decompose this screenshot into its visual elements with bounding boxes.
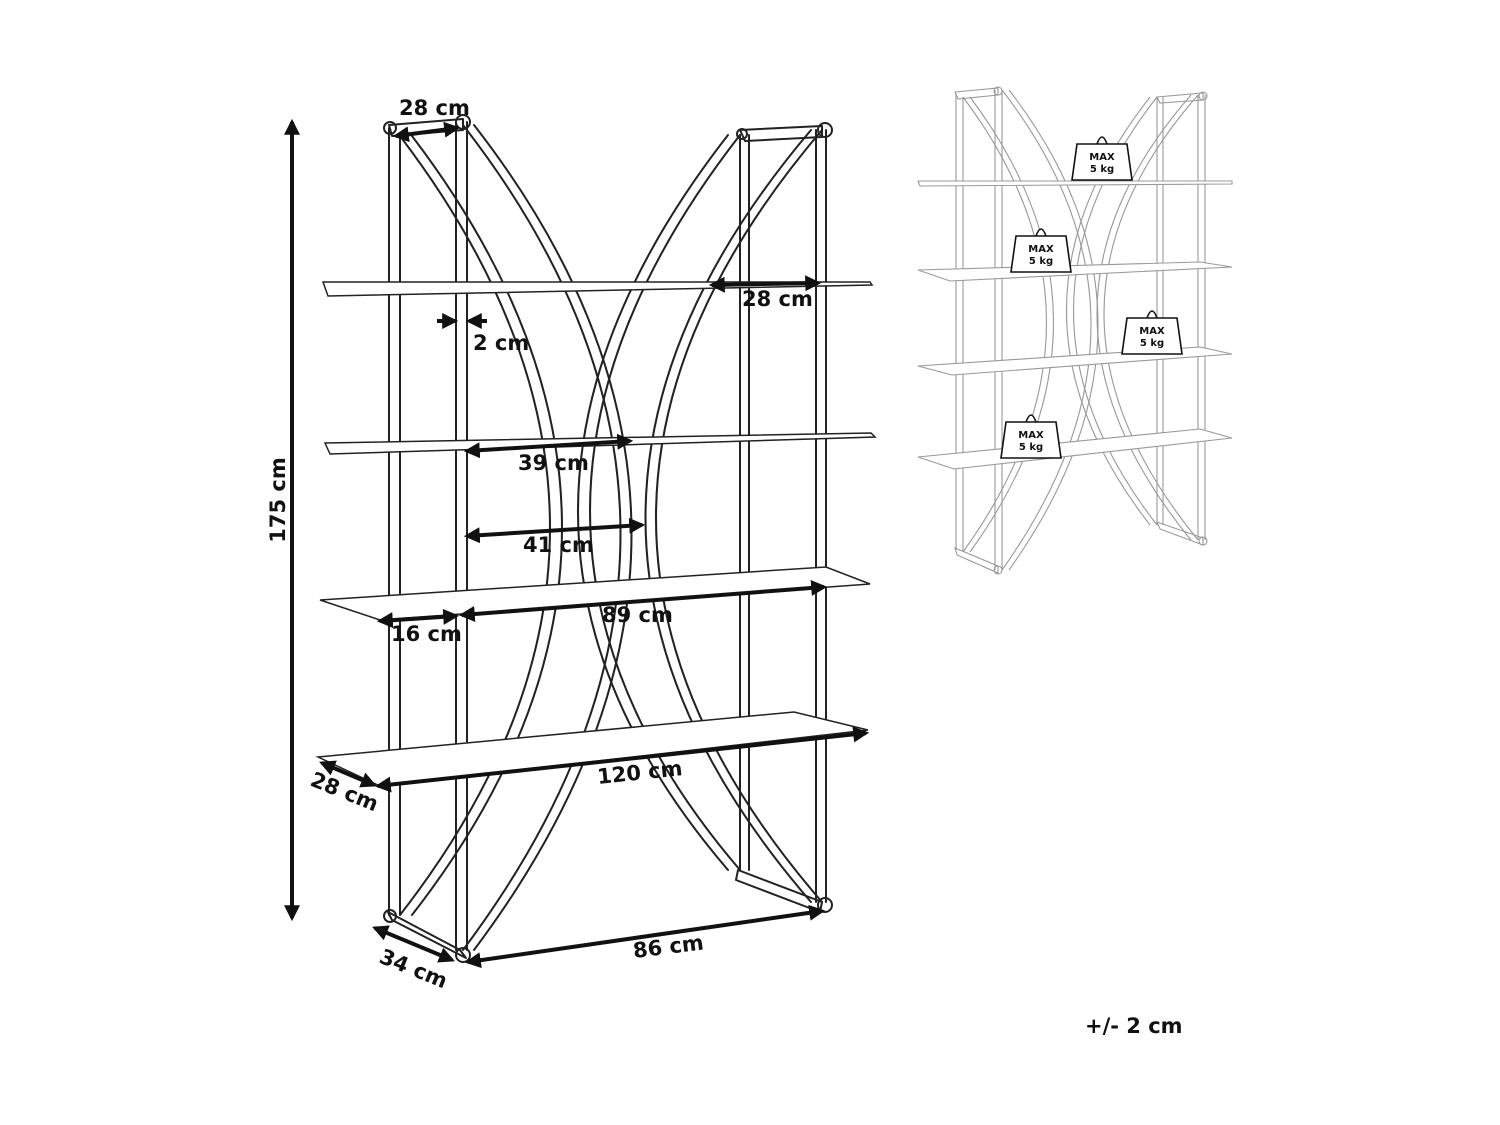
dim-overhang: 16 cm [391,622,462,646]
dim-tube: 2 cm [473,331,529,355]
tolerance-note: +/- 2 cm [1085,1014,1183,1038]
weight-kg-label: 5 kg [1140,338,1164,349]
weight-max-label: MAX [1018,430,1044,441]
weight-icon: MAX 5 kg [1071,136,1133,181]
weight-icon: MAX 5 kg [1000,414,1062,459]
dim-shelf-inner-right: 28 cm [742,287,813,311]
weight-max-label: MAX [1139,326,1165,337]
weight-max-label: MAX [1028,244,1054,255]
dim-gap-39: 39 cm [518,451,589,475]
shelf-frame [383,114,833,963]
weight-icon: MAX 5 kg [1121,310,1183,355]
shelves [315,281,877,787]
weight-kg-label: 5 kg [1019,442,1043,453]
dim-shelf-89: 89 cm [602,603,673,627]
dim-base-depth: 34 cm [376,944,451,993]
weight-kg-label: 5 kg [1090,164,1114,175]
dim-total-height: 175 cm [266,457,290,542]
dim-gap-41: 41 cm [523,533,594,557]
weight-max-label: MAX [1089,152,1115,163]
dim-top-depth: 28 cm [399,96,470,120]
dimension-lines [284,118,870,969]
weight-kg-label: 5 kg [1029,256,1053,267]
weight-icon: MAX 5 kg [1010,228,1072,273]
